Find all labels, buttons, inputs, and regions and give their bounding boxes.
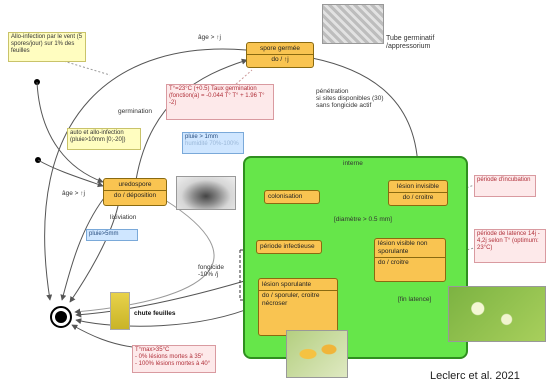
state-spore-germee: spore germée do / ↑j — [246, 42, 314, 68]
note-auto-allo-infection: auto et allo-infection (pluie>10mm [0;-2… — [67, 128, 141, 150]
state-spore-germee-title: spore germée — [247, 43, 313, 55]
note-tmax: T°max>35°C - 0% lésions mortes à 35° - 1… — [132, 345, 216, 373]
state-lesion-visible-title: lésion visible non sporulante — [375, 239, 445, 258]
arrow-fongicide — [75, 279, 249, 318]
state-lesion-sporulante-title: lésion sporulante — [259, 279, 337, 291]
state-uredospore: uredospore do / déposition — [103, 178, 167, 206]
note-link-allo — [59, 59, 111, 76]
note-periode-latence: période de latence 14j - 4,2j selon T° (… — [474, 229, 546, 263]
photo-leaf-lesions — [448, 286, 546, 342]
note-allo-infection: Allo-infection par le vent (5 spores/jou… — [8, 32, 86, 62]
final-state — [50, 306, 72, 328]
note-link-temp — [217, 69, 253, 101]
state-colonisation: colonisation — [264, 190, 320, 204]
label-diametre: [diamètre > 0.5 mm] — [334, 216, 392, 223]
label-lixiviation: lixiviation — [110, 214, 137, 221]
label-age-left: âge > ↑j — [62, 190, 85, 197]
state-uredospore-title: uredospore — [104, 179, 166, 191]
arrow-penetration — [311, 57, 422, 179]
photo-fallen-leaf — [110, 292, 130, 330]
label-chute-feuilles: chute feuilles — [134, 310, 176, 317]
interne-label: interne — [343, 160, 363, 167]
label-penetration: pénétration si sites disponibles (30) sa… — [316, 88, 384, 109]
label-tube-germinatif: Tube germinatif /appressorium — [386, 35, 435, 50]
note-pluie-1mm: pluie > 1mm humidité 70%-100% — [182, 132, 244, 154]
arrow-uredospore-end — [60, 197, 105, 301]
arrow-germination — [135, 58, 248, 181]
state-lesion-invisible-body: do / croitre — [402, 194, 434, 201]
credit-text: Leclerc et al. 2021 — [430, 370, 520, 382]
photo-germ-tube — [322, 4, 384, 44]
arrow-tmax-end — [71, 324, 141, 349]
state-lesion-visible-body: do / croitre — [378, 259, 409, 266]
state-uredospore-body: do / déposition — [113, 192, 157, 199]
note-pluie-5mm: pluie>5mm — [86, 229, 138, 241]
pluie-1mm-sub: humidité 70%-100% — [185, 141, 239, 147]
photo-sporulation — [286, 330, 348, 378]
arrow-initial2-uredospore — [37, 159, 104, 188]
note-periode-incubation: période d'incubation — [474, 175, 536, 197]
tmax-line-1: - 0% lésions mortes à 35° — [135, 354, 204, 360]
state-periode-infectieuse-title: période infectieuse — [260, 243, 315, 250]
arrow-age-top — [44, 48, 247, 301]
photo-uredospore — [176, 176, 236, 210]
state-lesion-invisible: lésion invisible do / croitre — [388, 180, 448, 206]
state-spore-germee-body: do / ↑j — [271, 56, 289, 63]
state-colonisation-title: colonisation — [268, 193, 303, 200]
label-germination: germination — [118, 108, 152, 115]
arrow-lixiviation — [69, 205, 119, 303]
label-fongicide: fongicide -10% /j — [198, 264, 225, 278]
final-state-dot — [55, 311, 67, 323]
state-periode-infectieuse: période infectieuse — [256, 240, 322, 254]
pluie-1mm-text: pluie > 1mm — [185, 134, 218, 140]
state-lesion-visible: lésion visible non sporulante do / croit… — [374, 238, 446, 282]
state-lesion-invisible-title: lésion invisible — [389, 181, 447, 193]
arrow-sporulante-end — [75, 304, 259, 327]
label-fin-latence: [fin latence] — [398, 296, 432, 303]
note-temperature-germination: T°=23°C (+0.5) Taux germination (fonctio… — [166, 84, 274, 120]
state-lesion-sporulante-body: do / sporuler, croitre nécroser — [262, 292, 320, 307]
label-age-top: âge > ↑j — [198, 34, 221, 41]
state-lesion-sporulante: lésion sporulante do / sporuler, croitre… — [258, 278, 338, 336]
tmax-line-2: - 100% lésions mortes à 40° — [135, 361, 211, 367]
tmax-title: T°max>35°C — [135, 347, 170, 353]
